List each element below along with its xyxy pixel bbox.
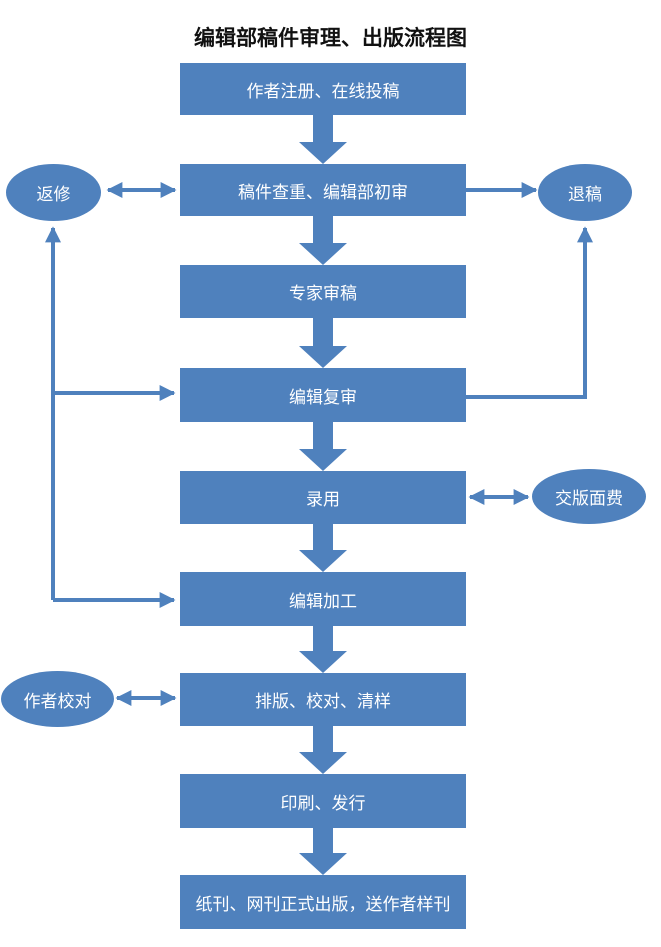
node-fee: 交版面费 (532, 469, 646, 524)
down-arrow-2 (299, 216, 347, 265)
step-official-publication: 纸刊、网刊正式出版，送作者样刊 (180, 875, 466, 929)
step-initial-review: 稿件查重、编辑部初审 (180, 164, 466, 216)
step-label: 专家审稿 (289, 284, 357, 304)
step-editing: 编辑加工 (180, 572, 466, 626)
step-label: 稿件查重、编辑部初审 (238, 182, 408, 203)
down-arrow-3 (299, 318, 347, 368)
diagram-title: 编辑部稿件审理、出版流程图 (194, 26, 467, 50)
step-label: 编辑复审 (289, 387, 357, 408)
down-arrow-1 (299, 115, 347, 164)
down-arrow-6 (299, 626, 347, 673)
node-author-proof: 作者校对 (1, 671, 114, 727)
to-reject-arrow-2 (466, 226, 593, 399)
step-label: 作者注册、在线投稿 (246, 81, 400, 102)
step-label: 录用 (306, 490, 340, 510)
step-typeset-proof: 排版、校对、清样 (180, 673, 466, 726)
down-arrow-8 (299, 828, 347, 875)
step-editor-rereview: 编辑复审 (180, 368, 466, 422)
step-label: 纸刊、网刊正式出版，送作者样刊 (195, 894, 451, 915)
node-reject: 退稿 (538, 164, 632, 221)
step-label: 编辑加工 (289, 591, 357, 612)
step-expert-review: 专家审稿 (180, 265, 466, 318)
step-register-submit: 作者注册、在线投稿 (180, 63, 466, 115)
step-print-publish: 印刷、发行 (180, 774, 466, 828)
down-arrow-5 (299, 524, 347, 572)
step-label: 印刷、发行 (280, 793, 366, 814)
step-accept: 录用 (180, 471, 466, 524)
node-revise: 返修 (6, 164, 101, 221)
step-label: 排版、校对、清样 (255, 692, 391, 712)
flow-arrows (299, 115, 347, 875)
down-arrow-4 (299, 422, 347, 471)
down-arrow-7 (299, 726, 347, 774)
